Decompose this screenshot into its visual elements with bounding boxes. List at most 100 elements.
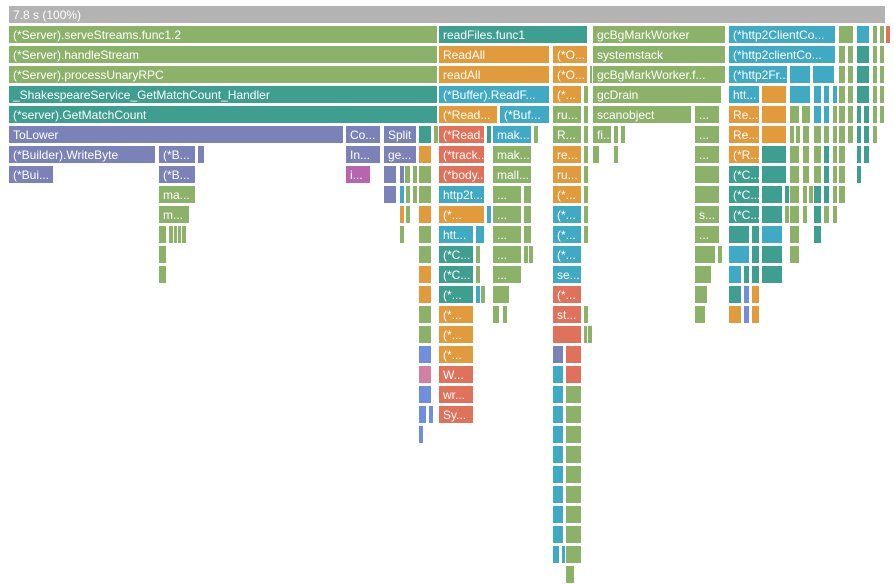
flame-frame-[interactable]: (*...	[438, 205, 485, 224]
flame-frame[interactable]	[838, 145, 846, 164]
flame-frame[interactable]	[823, 185, 830, 204]
flame-frame[interactable]	[761, 165, 787, 184]
flame-frame[interactable]	[838, 25, 854, 44]
flame-frame[interactable]	[872, 25, 878, 44]
flame-frame[interactable]	[789, 165, 800, 184]
flame-frame-wr[interactable]: wr...	[438, 385, 474, 404]
flame-frame-shakespeareservice-getmatchcount-handler[interactable]: _ShakespeareService_GetMatchCount_Handle…	[8, 85, 438, 104]
flame-frame[interactable]	[838, 105, 846, 124]
flame-frame[interactable]	[823, 125, 830, 144]
flame-frame[interactable]	[847, 125, 854, 144]
flame-frame[interactable]	[613, 145, 619, 164]
flame-frame[interactable]	[728, 305, 742, 324]
flame-frame-b[interactable]: (*B...	[158, 145, 196, 164]
flame-frame-split[interactable]: Split	[383, 125, 417, 144]
flame-frame[interactable]	[813, 105, 822, 124]
flame-frame[interactable]	[404, 165, 411, 184]
flame-frame-gcbgmarkworker[interactable]: gcBgMarkWorker	[592, 25, 726, 44]
flame-frame[interactable]	[613, 125, 619, 144]
flame-frame[interactable]	[761, 145, 787, 164]
flame-frame[interactable]	[789, 245, 800, 264]
flame-frame[interactable]	[418, 385, 432, 404]
flame-frame-readfiles-func1[interactable]: readFiles.func1	[438, 25, 588, 44]
flame-frame-[interactable]: (*...	[438, 285, 474, 304]
flame-frame-[interactable]: (*...	[552, 85, 582, 104]
flame-frame-tolower[interactable]: ToLower	[8, 125, 344, 144]
flame-frame-builder-writebyte[interactable]: (*Builder).WriteByte	[8, 145, 156, 164]
flame-frame[interactable]	[418, 325, 432, 344]
flame-frame-http2t[interactable]: http2t...	[438, 185, 485, 204]
flame-frame[interactable]	[879, 105, 885, 124]
flame-frame-readall[interactable]: readAll	[438, 65, 550, 84]
flame-frame[interactable]	[761, 185, 783, 204]
flame-frame-[interactable]: ...	[492, 205, 522, 224]
flame-frame-c[interactable]: (*C...	[728, 185, 760, 204]
flame-frame-http2clientco[interactable]: (*http2ClientCo...	[728, 25, 836, 44]
flame-frame[interactable]	[565, 485, 582, 504]
flame-frame[interactable]	[383, 185, 397, 204]
flame-frame[interactable]	[565, 405, 582, 424]
flame-frame[interactable]	[847, 65, 854, 84]
flame-frame[interactable]	[399, 185, 405, 204]
flame-frame[interactable]	[412, 165, 418, 184]
flame-frame[interactable]	[838, 65, 846, 84]
flame-frame[interactable]	[181, 225, 187, 244]
flame-frame[interactable]	[751, 305, 760, 324]
flame-frame-o[interactable]: (*O...	[552, 45, 588, 64]
flame-frame[interactable]	[743, 305, 750, 324]
flame-frame-co[interactable]: Co...	[345, 125, 381, 144]
flame-frame[interactable]	[583, 205, 589, 224]
flame-frame[interactable]	[583, 145, 589, 164]
flame-frame[interactable]	[813, 145, 822, 164]
flame-frame[interactable]	[418, 365, 432, 384]
flame-frame[interactable]	[620, 125, 626, 144]
flame-frame[interactable]	[158, 265, 167, 284]
flame-frame-htt[interactable]: htt...	[728, 85, 760, 104]
flame-frame-[interactable]: (*...	[438, 325, 474, 344]
flame-frame[interactable]	[694, 305, 706, 324]
flame-frame[interactable]	[813, 205, 822, 224]
flame-frame-[interactable]: ...	[694, 145, 720, 164]
flame-frame[interactable]	[789, 145, 800, 164]
flame-frame[interactable]	[823, 205, 830, 224]
flame-frame-gcdrain[interactable]: gcDrain	[592, 85, 722, 104]
flame-frame-[interactable]: ...	[492, 265, 522, 284]
flame-frame[interactable]	[565, 545, 582, 564]
flame-frame[interactable]	[823, 105, 830, 124]
flame-frame[interactable]	[863, 125, 870, 144]
flame-frame[interactable]	[838, 125, 846, 144]
flame-frame[interactable]	[872, 105, 878, 124]
flame-frame[interactable]	[872, 65, 878, 84]
flame-frame[interactable]	[751, 285, 760, 304]
flame-frame[interactable]	[428, 405, 434, 424]
flame-frame[interactable]	[728, 285, 742, 304]
flame-frame[interactable]	[583, 305, 589, 324]
flame-frame[interactable]	[565, 365, 582, 384]
flame-frame[interactable]	[728, 225, 750, 244]
flame-frame[interactable]	[856, 25, 870, 44]
flame-frame[interactable]	[761, 265, 783, 284]
flame-frame-bui[interactable]: (*Bui...	[8, 165, 54, 184]
flame-frame-o[interactable]: (*O...	[552, 65, 588, 84]
flame-frame[interactable]	[528, 245, 534, 264]
flame-frame[interactable]	[832, 105, 838, 124]
flame-frame[interactable]	[856, 165, 862, 184]
flame-frame[interactable]	[879, 65, 885, 84]
flame-frame[interactable]	[832, 125, 838, 144]
flame-frame-sy[interactable]: Sy...	[438, 405, 474, 424]
flame-frame[interactable]	[856, 65, 870, 84]
flame-frame[interactable]	[694, 185, 720, 204]
flame-frame[interactable]	[838, 45, 846, 64]
flame-frame-[interactable]: (*...	[552, 225, 582, 244]
flame-frame-in[interactable]: In...	[345, 145, 381, 164]
flame-frame-htt[interactable]: htt...	[438, 225, 474, 244]
flame-frame[interactable]	[812, 65, 835, 84]
flame-frame[interactable]	[523, 185, 532, 204]
flame-frame-gcbgmarkworker-f[interactable]: gcBgMarkWorker.f...	[592, 65, 726, 84]
flame-frame[interactable]	[565, 525, 582, 544]
flame-frame[interactable]	[565, 505, 582, 524]
flame-frame[interactable]	[885, 25, 891, 44]
flame-frame-m[interactable]: m...	[158, 205, 190, 224]
flame-frame[interactable]	[158, 245, 167, 264]
